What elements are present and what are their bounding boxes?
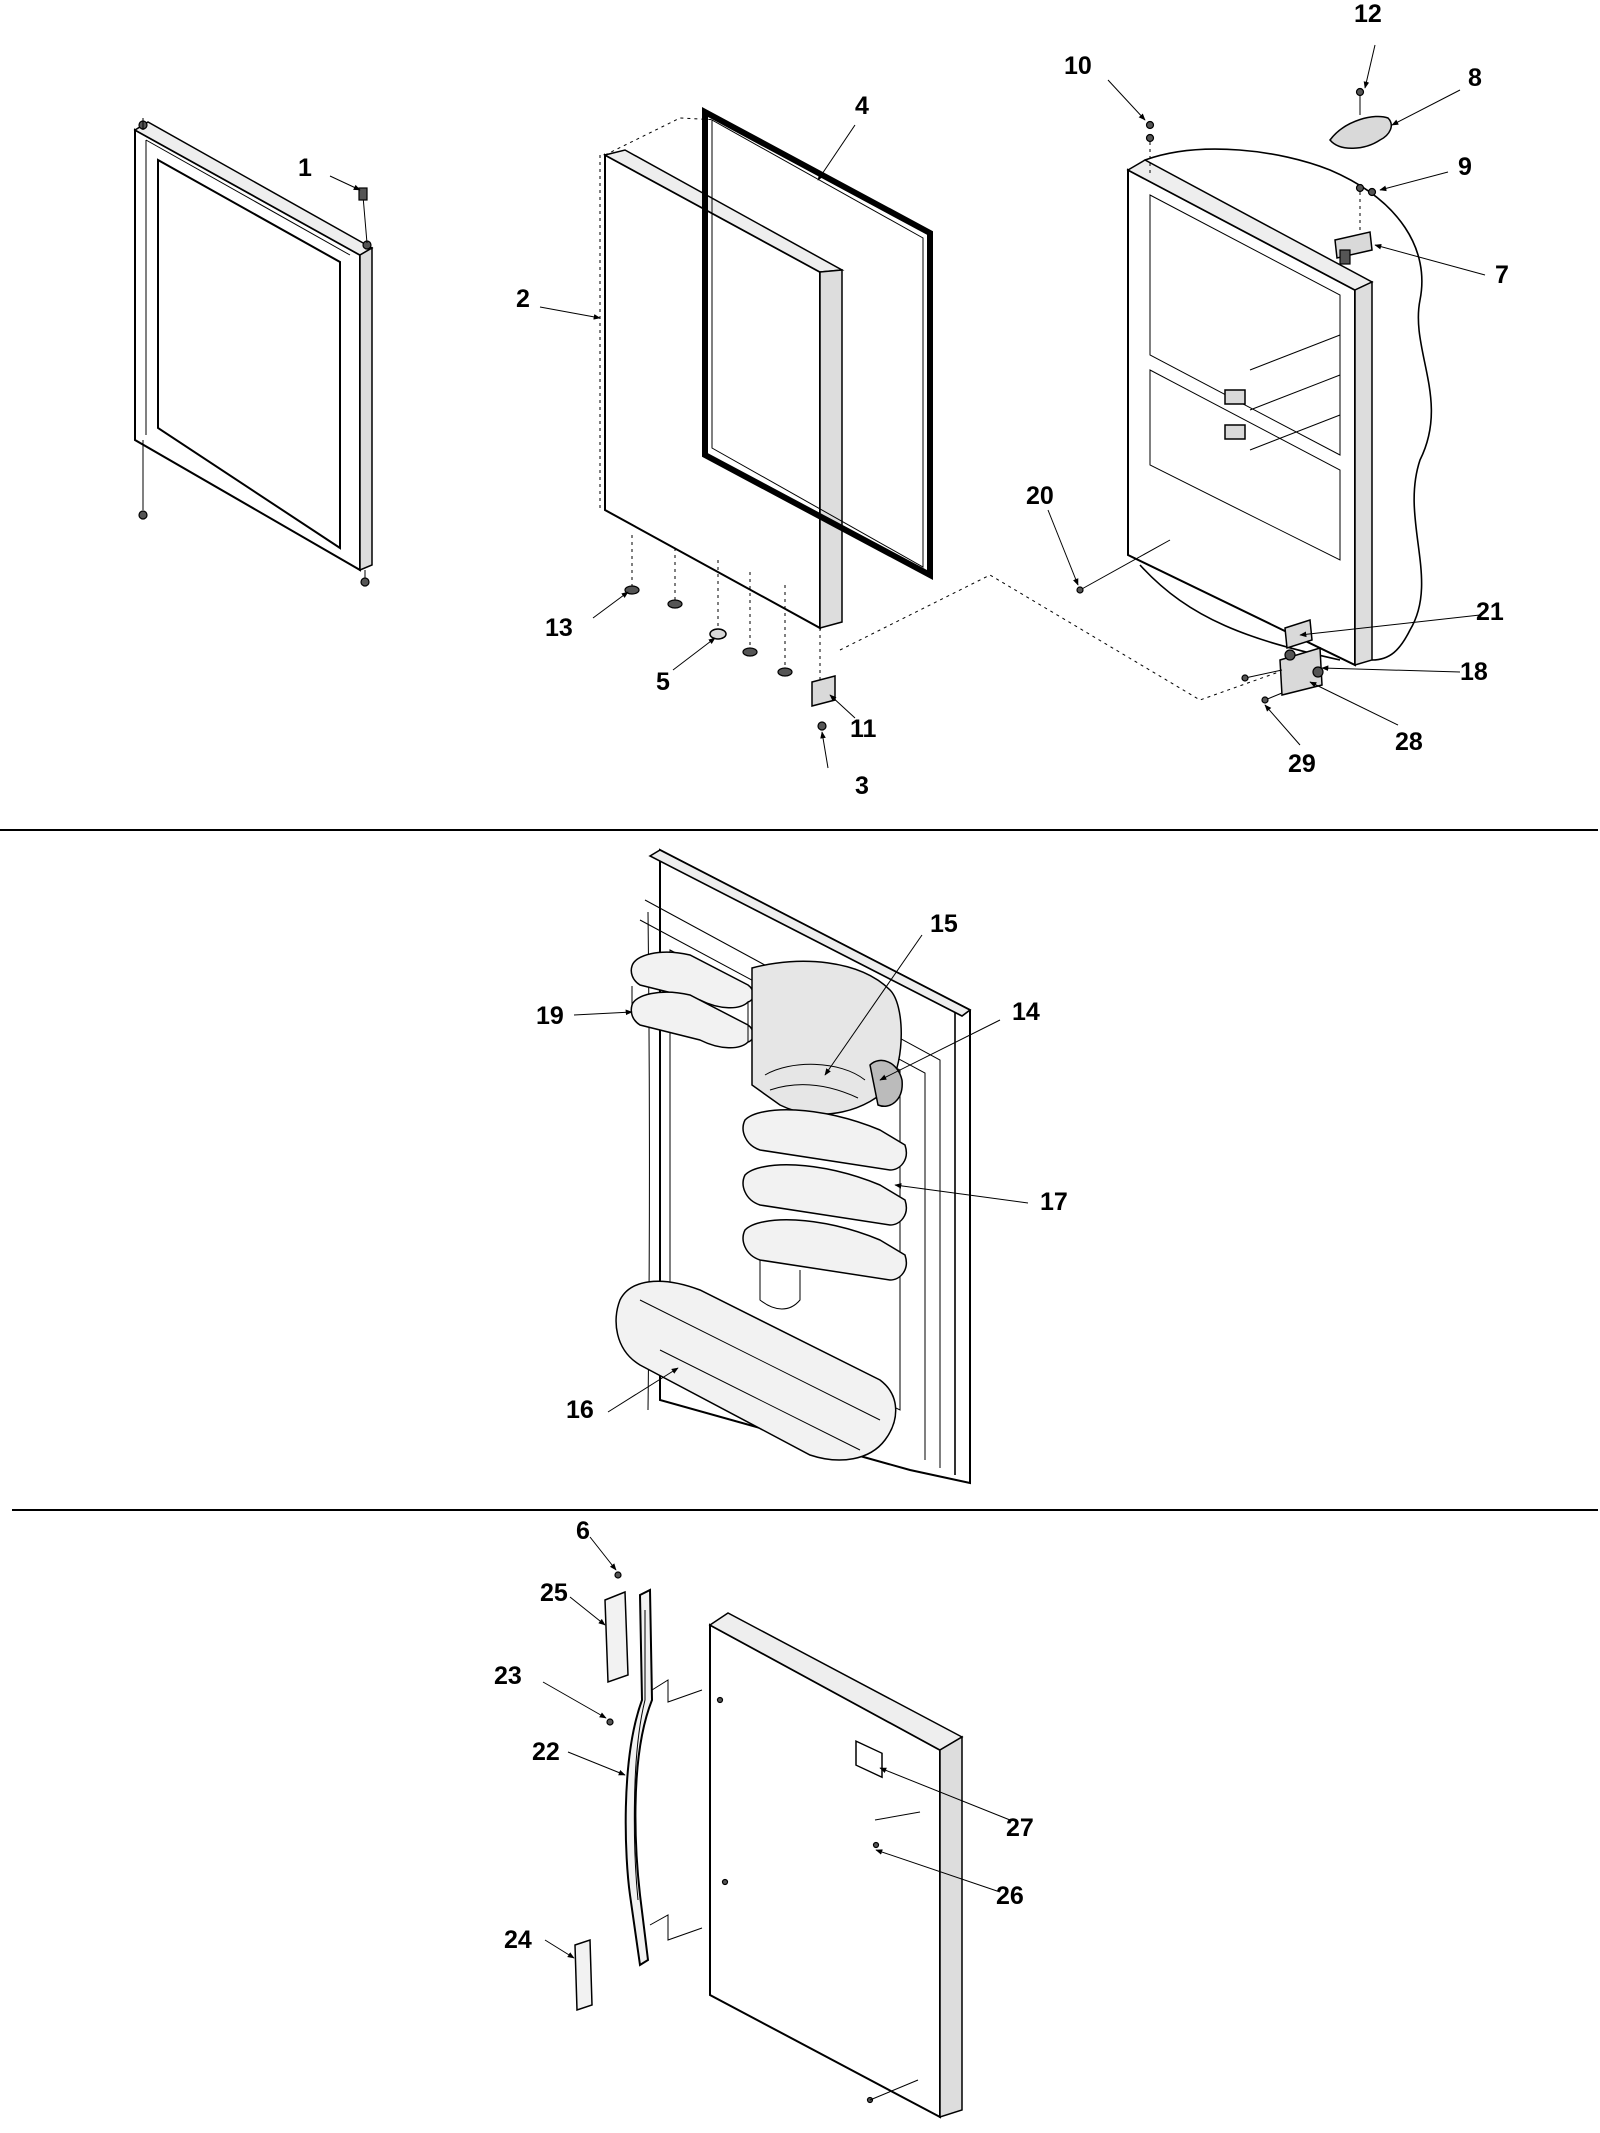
callout-9: 9: [1458, 153, 1472, 181]
callout-27: 27: [1006, 1814, 1034, 1842]
callout-8: 8: [1468, 64, 1482, 92]
callout-7: 7: [1495, 261, 1509, 289]
callout-1: 1: [298, 154, 312, 182]
cabinet: [1126, 148, 1433, 667]
callout-22: 22: [532, 1738, 560, 1766]
dairy-compartment: [751, 960, 903, 1116]
callout-29: 29: [1288, 750, 1316, 778]
door-gasket: [702, 106, 933, 580]
callout-26: 26: [996, 1882, 1024, 1910]
callout-3: 3: [855, 772, 869, 800]
callout-19: 19: [536, 1002, 564, 1030]
callout-17: 17: [1040, 1188, 1068, 1216]
callout-12: 12: [1354, 0, 1382, 28]
top-hinge-cover: [1329, 115, 1392, 149]
bottom-door-bin: [615, 1280, 897, 1461]
callout-20: 20: [1026, 482, 1054, 510]
callout-10: 10: [1064, 52, 1092, 80]
callout-14: 14: [1012, 998, 1040, 1026]
door-frame: [133, 120, 374, 587]
callout-24: 24: [504, 1926, 532, 1954]
callout-16: 16: [566, 1396, 594, 1424]
top-hinge: [1334, 231, 1373, 265]
callout-15: 15: [930, 910, 958, 938]
callout-28: 28: [1395, 728, 1423, 756]
door-handle: [624, 1588, 703, 1967]
handle-end-cap-bottom: [574, 1938, 593, 2012]
bottom-hinge-assembly: [1241, 619, 1324, 704]
callout-21: 21: [1476, 598, 1504, 626]
callout-6: 6: [576, 1517, 590, 1545]
handle-end-cap-top: [604, 1590, 629, 1684]
callout-18: 18: [1460, 658, 1488, 686]
callout-11: 11: [850, 715, 877, 743]
callout-23: 23: [494, 1662, 522, 1690]
outer-door: [708, 1612, 964, 2119]
callout-4: 4: [855, 92, 869, 120]
door-hinge-bottom: [811, 675, 836, 731]
callout-25: 25: [540, 1579, 568, 1607]
callout-13: 13: [545, 614, 573, 642]
door-panel: [599, 117, 845, 630]
upper-left-shelf: [630, 951, 754, 1049]
callout-2: 2: [516, 285, 530, 313]
callout-5: 5: [656, 668, 670, 696]
door-bins-right: [742, 1109, 907, 1310]
